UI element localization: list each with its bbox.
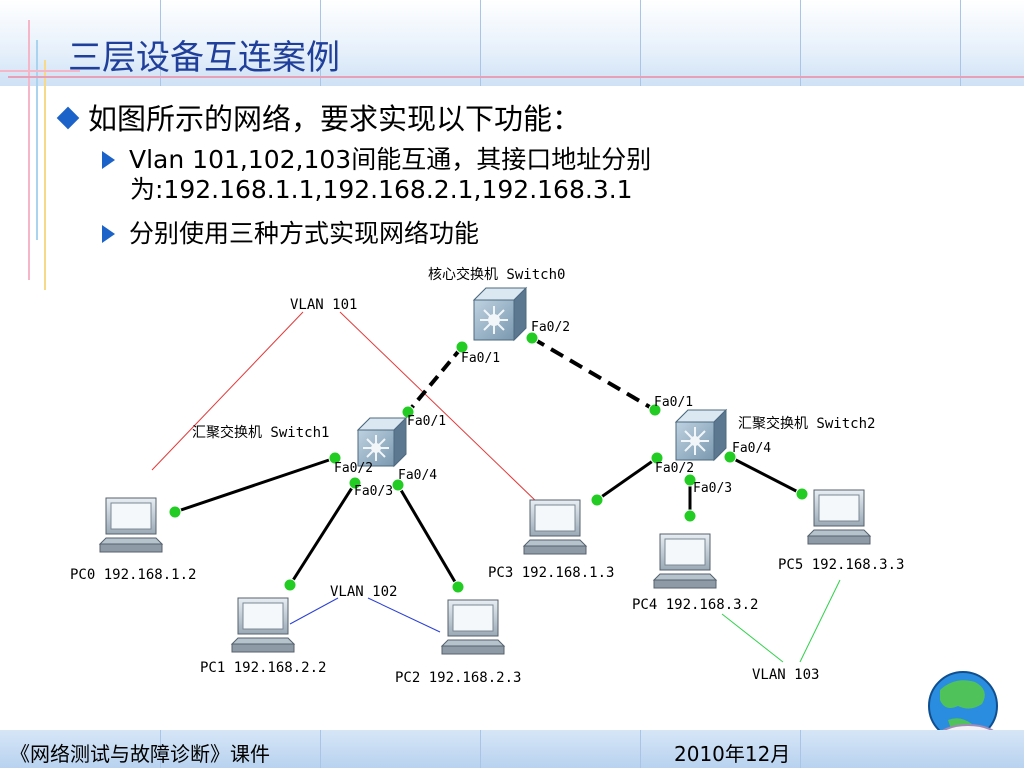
grid-line [160, 0, 161, 86]
sub-bullet-2: 分别使用三种方式实现网络功能 [102, 220, 479, 248]
port-dot [683, 473, 697, 487]
vlan103-label: VLAN 103 [752, 667, 819, 683]
link-sw0-sw2 [530, 336, 657, 412]
sub-bullet-1: Vlan 101,102,103间能互通，其接口地址分别 [102, 146, 651, 174]
pc1-icon [230, 597, 296, 653]
port-dot [648, 403, 662, 417]
footer-band [0, 730, 1024, 768]
sub-bullet-1-cont: 为:192.168.1.1,192.168.2.1,192.168.3.1 [130, 176, 633, 204]
port-dot [391, 478, 405, 492]
port-label: Fa0/1 [461, 351, 500, 366]
port-label: Fa0/3 [693, 481, 732, 496]
grid-line [320, 730, 321, 768]
grid-line [640, 730, 641, 768]
port-label: Fa0/1 [407, 414, 446, 429]
decor-line [0, 70, 80, 72]
port-dot [525, 331, 539, 345]
sub-bullet-2-text: 分别使用三种方式实现网络功能 [129, 219, 480, 248]
port-dot [795, 487, 809, 501]
port-dot [328, 451, 342, 465]
port-label: Fa0/2 [655, 461, 694, 476]
pc3-label: PC3 192.168.1.3 [488, 565, 614, 581]
pc0-icon [98, 497, 164, 553]
pc4-icon [652, 533, 718, 589]
pc5-label: PC5 192.168.3.3 [778, 557, 904, 573]
decor-line [36, 40, 38, 240]
footer-date: 2010年12月 [674, 742, 791, 766]
port-dot [650, 451, 664, 465]
pc1-label: PC1 192.168.2.2 [200, 660, 326, 676]
grid-line [640, 0, 641, 86]
pc5-icon [806, 489, 872, 545]
port-label: Fa0/1 [654, 395, 693, 410]
arrow-bullet-icon [102, 225, 115, 243]
vlan103-line-pc5 [799, 579, 841, 663]
port-dot [283, 578, 297, 592]
port-dot [451, 580, 465, 594]
vlan103-line-pc4 [721, 613, 784, 663]
port-dot [723, 450, 737, 464]
grid-line [480, 0, 481, 86]
main-bullet: 如图所示的网络，要求实现以下功能： [56, 96, 582, 138]
grid-line [480, 730, 481, 768]
pc2-label: PC2 192.168.2.3 [395, 670, 521, 686]
vlan102-line-pc2 [367, 597, 441, 633]
link-sw1-pc1 [288, 482, 357, 586]
pc3-icon [522, 499, 588, 555]
grid-line [800, 730, 801, 768]
link-sw2-pc5 [729, 455, 803, 496]
port-dot [683, 509, 697, 523]
port-dot [168, 505, 182, 519]
slide-title: 三层设备互连案例 [68, 38, 340, 78]
vlan101-line-pc3 [339, 311, 541, 506]
grid-line [800, 0, 801, 86]
switch2-icon [674, 408, 728, 462]
port-dot [590, 493, 604, 507]
sub-bullet-1-line2: 为:192.168.1.1,192.168.2.1,192.168.3.1 [130, 175, 633, 204]
link-sw1-pc0 [174, 456, 336, 514]
pc2-icon [440, 599, 506, 655]
switch1-icon [356, 416, 408, 468]
port-dot [401, 405, 415, 419]
link-sw2-pc3 [596, 456, 658, 502]
grid-line [160, 730, 161, 768]
vlan101-line-pc0 [151, 311, 304, 471]
port-label: Fa0/2 [531, 320, 570, 335]
sub-bullet-1-line1: Vlan 101,102,103间能互通，其接口地址分别 [129, 145, 652, 174]
switch2-label: 汇聚交换机 Switch2 [738, 415, 875, 432]
vlan102-label: VLAN 102 [330, 584, 397, 600]
port-dot [348, 476, 362, 490]
footer-course-title: 《网络测试与故障诊断》课件 [10, 742, 270, 766]
port-label: Fa0/4 [398, 468, 437, 483]
link-sw1-pc2 [396, 484, 460, 588]
port-label: Fa0/4 [732, 441, 771, 456]
port-dot [455, 340, 469, 354]
grid-line [960, 0, 961, 86]
port-label: Fa0/3 [354, 484, 393, 499]
decor-line [28, 20, 30, 280]
vlan101-label: VLAN 101 [290, 297, 357, 313]
arrow-bullet-icon [102, 151, 115, 169]
switch1-label: 汇聚交换机 Switch1 [192, 424, 329, 441]
main-bullet-text: 如图所示的网络，要求实现以下功能： [88, 102, 582, 136]
link-sw0-sw1 [406, 345, 464, 414]
title-underline [8, 76, 1024, 78]
port-label: Fa0/2 [334, 461, 373, 476]
vlan102-line-pc1 [289, 597, 339, 625]
header-band [0, 0, 1024, 86]
core-switch-icon [472, 286, 528, 342]
decor-line [44, 60, 46, 290]
pc0-label: PC0 192.168.1.2 [70, 567, 196, 583]
pc4-label: PC4 192.168.3.2 [632, 597, 758, 613]
core-switch-label: 核心交换机 Switch0 [428, 266, 565, 283]
grid-line [320, 0, 321, 86]
